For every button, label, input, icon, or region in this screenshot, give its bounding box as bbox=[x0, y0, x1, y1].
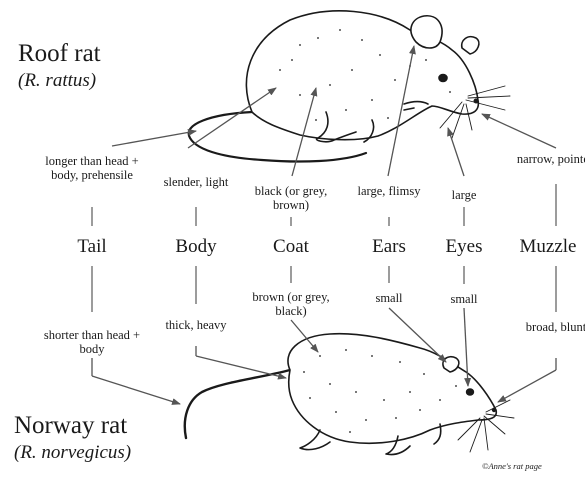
coat-roof-description: black (or grey, brown) bbox=[236, 184, 346, 212]
body-norway-description: thick, heavy bbox=[141, 318, 251, 332]
tail-norway-description: shorter than head + body bbox=[37, 328, 147, 356]
roof-rat-eye bbox=[439, 75, 447, 82]
coat-norway-description: brown (or grey, black) bbox=[236, 290, 346, 318]
feature-eyes: Eyes bbox=[446, 236, 483, 258]
roof-rat-scientific-name: (R. rattus) bbox=[18, 70, 96, 92]
feature-body: Body bbox=[175, 236, 216, 258]
tail-roof-description: longer than head + body, prehensile bbox=[37, 154, 147, 182]
feature-coat: Coat bbox=[273, 236, 309, 258]
muzzle-roof-description: narrow, pointed bbox=[501, 152, 585, 166]
eyes-roof-description: large bbox=[409, 188, 519, 202]
muzzle-norway-description: broad, blunt bbox=[501, 320, 585, 334]
norway-rat-body bbox=[288, 334, 496, 444]
norway-rat-illustration bbox=[185, 334, 514, 455]
roof-rat-illustration bbox=[189, 11, 510, 162]
feature-muzzle: Muzzle bbox=[520, 236, 577, 258]
feature-ears: Ears bbox=[372, 236, 406, 258]
norway-rat-scientific-name: (R. norvegicus) bbox=[14, 442, 131, 464]
feature-tail: Tail bbox=[77, 236, 106, 258]
copyright-credit: ©Anne's rat page bbox=[482, 461, 542, 471]
roof-rat-title: Roof rat bbox=[18, 40, 101, 67]
eyes-norway-description: small bbox=[409, 292, 519, 306]
norway-rat-tail bbox=[185, 370, 290, 438]
norway-rat-eye bbox=[467, 389, 474, 395]
norway-rat-title: Norway rat bbox=[14, 412, 127, 439]
body-roof-description: slender, light bbox=[141, 175, 251, 189]
